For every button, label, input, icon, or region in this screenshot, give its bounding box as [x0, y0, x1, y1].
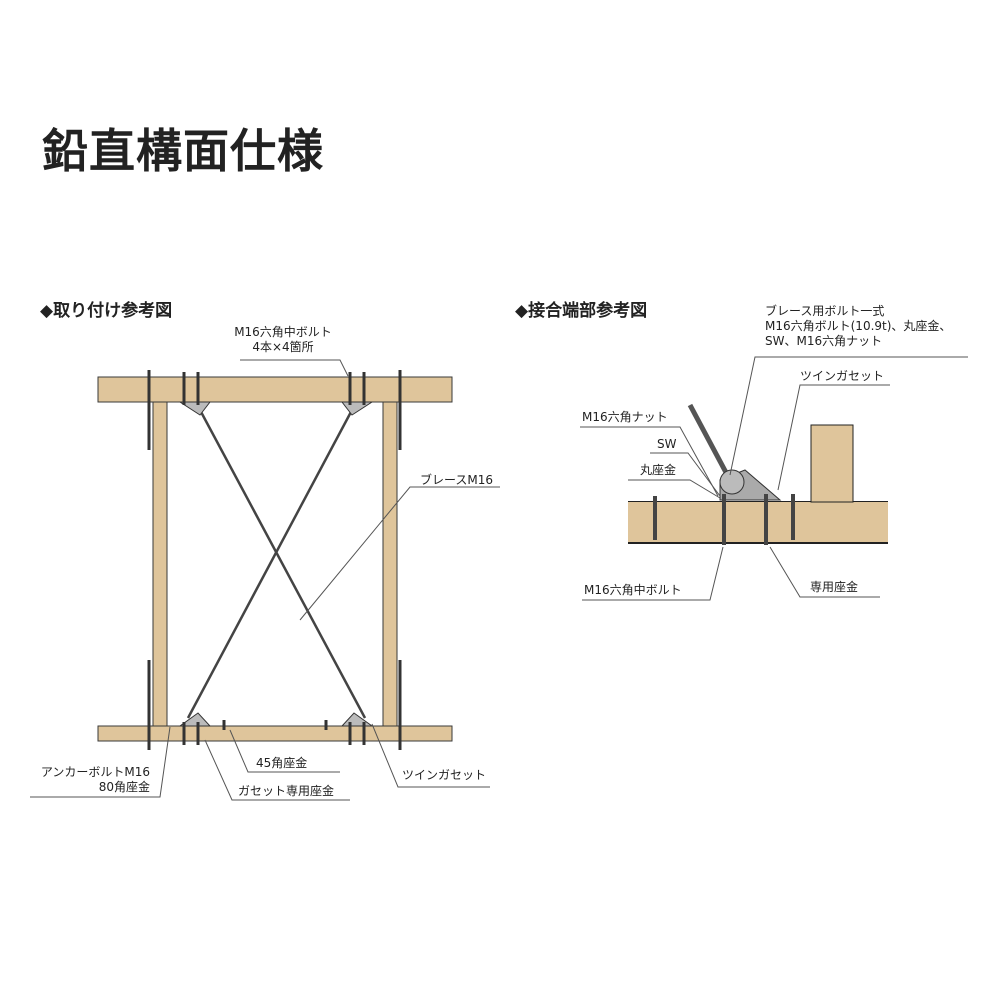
label-twin-gusset-r: ツインガセット — [800, 369, 885, 383]
left-heading: ◆取り付け参考図 — [40, 301, 173, 321]
top-beam — [97, 376, 453, 403]
right-heading: ◆接合端部参考図 — [515, 301, 648, 321]
label-bolt-r: M16六角中ボルト — [584, 583, 682, 597]
label-washer45: 45角座金 — [256, 756, 308, 770]
label-round-washer: 丸座金 — [640, 463, 677, 477]
right-column — [382, 401, 398, 727]
label-gusset-washer: ガセット専用座金 — [238, 784, 335, 798]
leader-lines — [30, 359, 500, 801]
label-sw: SW — [657, 437, 677, 451]
bolts — [147, 370, 402, 750]
label-nut: M16六角ナット — [582, 410, 668, 424]
right-detail — [580, 356, 968, 601]
left-column — [152, 401, 168, 727]
braces — [186, 409, 367, 719]
label-special-washer: 専用座金 — [810, 580, 859, 594]
page-title: 鉛直構面仕様 — [42, 124, 324, 178]
label-twin-gusset: ツインガセット — [402, 768, 487, 782]
label-brace: ブレースM16 — [420, 473, 494, 487]
